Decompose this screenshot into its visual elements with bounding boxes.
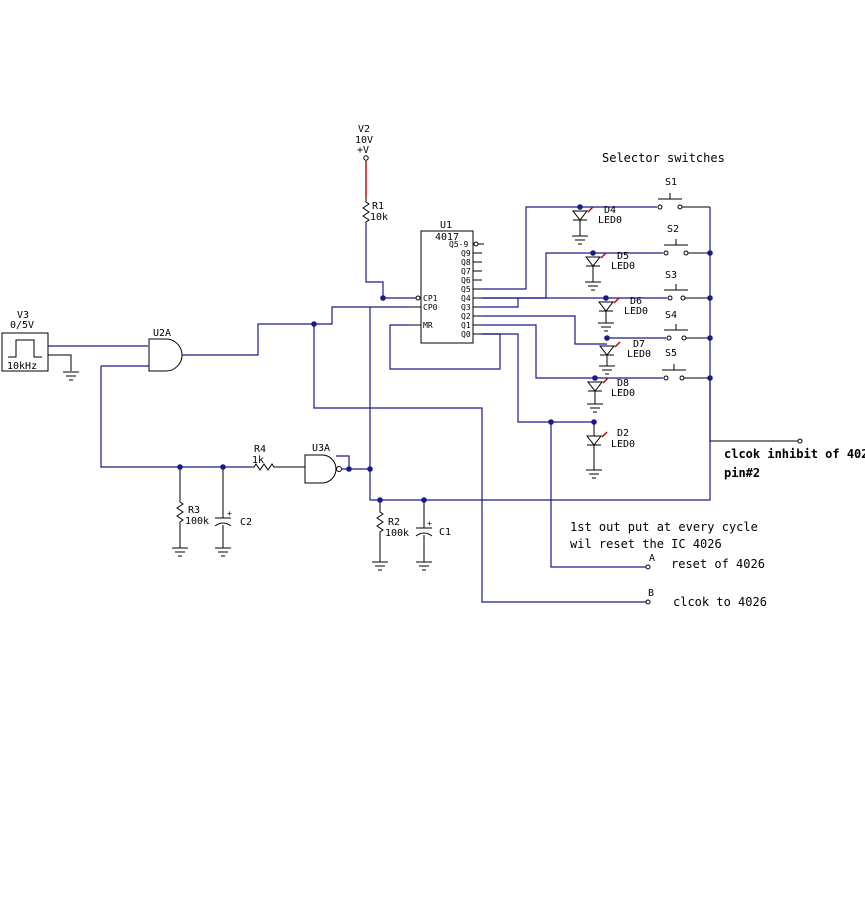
r3-c2-network: R3 100k + C2 — [172, 466, 252, 557]
c2-label: C2 — [240, 517, 252, 528]
output-b-label: B — [648, 588, 654, 599]
r1-label: R1 — [372, 201, 384, 212]
s2-label: S2 — [667, 224, 679, 235]
v3-value: 0/5V — [10, 320, 34, 331]
s4-label: S4 — [665, 310, 677, 321]
pin-q0: Q0 — [461, 330, 471, 339]
output-a: A reset of 4026 — [645, 553, 765, 571]
r4-label: R4 — [254, 444, 266, 455]
d5-type: LED0 — [611, 261, 635, 272]
d8-type: LED0 — [611, 388, 635, 399]
r4-value: 1k — [252, 455, 264, 466]
pin-cp1: CP1 — [423, 294, 438, 303]
d6-label: D6 — [630, 296, 642, 307]
v2-supply: V2 10V +V — [355, 124, 373, 198]
led-d6: D6 LED0 — [596, 296, 667, 332]
pin-q1: Q1 — [461, 321, 471, 330]
junctions — [177, 204, 713, 503]
svg-text:+: + — [227, 509, 232, 518]
pin-mr: MR — [423, 321, 433, 330]
selector-switches-title: Selector switches — [602, 151, 725, 165]
switch-s4: S4 — [664, 310, 710, 341]
s3-label: S3 — [665, 270, 677, 281]
r2-c1-network: R2 100k + C1 — [372, 500, 451, 571]
note-line-2: wil reset the IC 4026 — [570, 537, 722, 551]
d4-type: LED0 — [598, 215, 622, 226]
u3a-nand-gate: U3A — [300, 443, 370, 484]
u2a-and-gate: U2A — [101, 323, 314, 372]
v3-frequency: 10kHz — [7, 361, 37, 372]
switch-s1: S1 — [657, 177, 710, 210]
pin-q8: Q8 — [461, 258, 471, 267]
pin-q2: Q2 — [461, 312, 471, 321]
u1-4017-ic: U1 4017 Q5-9 Q9 Q8 Q7 Q6 Q5 Q4 Q3 Q2 Q1 … — [410, 220, 484, 344]
r1-resistor: R1 10k — [362, 198, 388, 298]
r4-resistor: R4 1k — [250, 444, 300, 471]
pin-q9: Q9 — [461, 249, 471, 258]
pin-q59: Q5-9 — [449, 240, 468, 249]
led-d4: D4 LED0 — [571, 205, 657, 245]
pin-q6: Q6 — [461, 276, 471, 285]
s1-label: S1 — [665, 177, 677, 188]
pin-q4: Q4 — [461, 294, 471, 303]
d6-type: LED0 — [624, 306, 648, 317]
d2-type: LED0 — [611, 439, 635, 450]
d4-label: D4 — [604, 205, 616, 216]
u3a-label: U3A — [312, 443, 330, 454]
note-line-1: 1st out put at every cycle — [570, 520, 758, 534]
r3-value: 100k — [185, 516, 209, 527]
r2-value: 100k — [385, 528, 409, 539]
inhibit-pin-label: pin#2 — [724, 466, 760, 480]
r2-label: R2 — [388, 517, 400, 528]
pin-cp0: CP0 — [423, 303, 438, 312]
d5-label: D5 — [617, 251, 629, 262]
clock-label: clcok to 4026 — [673, 595, 767, 609]
u2a-label: U2A — [153, 328, 171, 339]
v3-pulse-source: V3 0/5V 10kHz — [1, 310, 148, 381]
pin-q3: Q3 — [461, 303, 471, 312]
svg-text:+: + — [427, 519, 432, 528]
pin-q7: Q7 — [461, 267, 471, 276]
s5-label: S5 — [665, 348, 677, 359]
v2-plus: +V — [357, 145, 369, 156]
r3-label: R3 — [188, 505, 200, 516]
inhibit-label: clcok inhibit of 4026 — [724, 447, 865, 461]
led-d7: D7 LED0 — [598, 337, 666, 375]
switch-s5: S5 — [662, 348, 710, 381]
v3-label: V3 — [17, 310, 29, 321]
u1-label: U1 — [440, 220, 452, 231]
output-a-label: A — [649, 553, 655, 564]
d7-label: D7 — [633, 339, 645, 350]
u1-part: 4017 — [435, 232, 459, 243]
v2-label: V2 — [358, 124, 370, 135]
v2-value: 10V — [355, 135, 373, 146]
d7-type: LED0 — [627, 349, 651, 360]
d2-label: D2 — [617, 428, 629, 439]
led-d5: D5 LED0 — [584, 251, 663, 291]
switch-s3: S3 — [664, 270, 710, 301]
r1-value: 10k — [370, 212, 388, 223]
output-b: B clcok to 4026 — [645, 588, 767, 609]
led-d2: D2 LED0 — [585, 422, 635, 479]
reset-label: reset of 4026 — [671, 557, 765, 571]
pin-q5: Q5 — [461, 285, 471, 294]
c1-label: C1 — [439, 527, 451, 538]
d8-label: D8 — [617, 378, 629, 389]
switch-s2: S2 — [663, 224, 710, 256]
led-d8: D8 LED0 — [586, 377, 663, 413]
